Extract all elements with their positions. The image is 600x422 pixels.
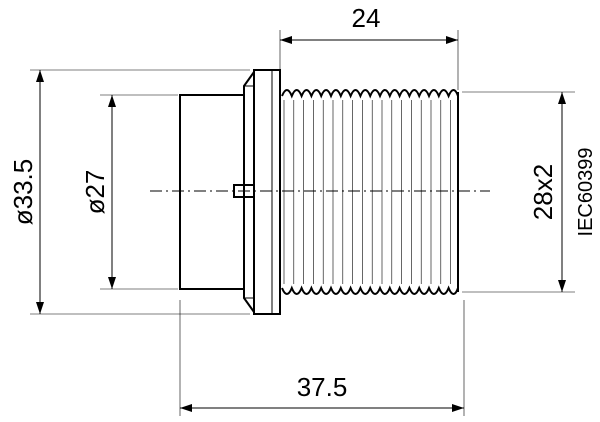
dim-flange-diameter-label: ø33.5 [8,159,38,226]
chamfer-bottom [243,289,255,313]
chamfer-top [243,71,255,95]
flange [253,69,281,315]
dim-thread-size-label: 28x2 [528,164,558,220]
thread-hatching [283,100,451,284]
fitting-outline [179,69,459,315]
dim-total-length-label: 37.5 [297,372,348,402]
dim-body-diameter-label: ø27 [80,170,110,215]
dim-thread-length-label: 24 [352,3,381,33]
body-sleeve [179,94,245,290]
thread-profile-bottom [281,285,459,296]
thread-profile-top [281,88,459,99]
standard-label: IEC60399 [575,148,597,237]
